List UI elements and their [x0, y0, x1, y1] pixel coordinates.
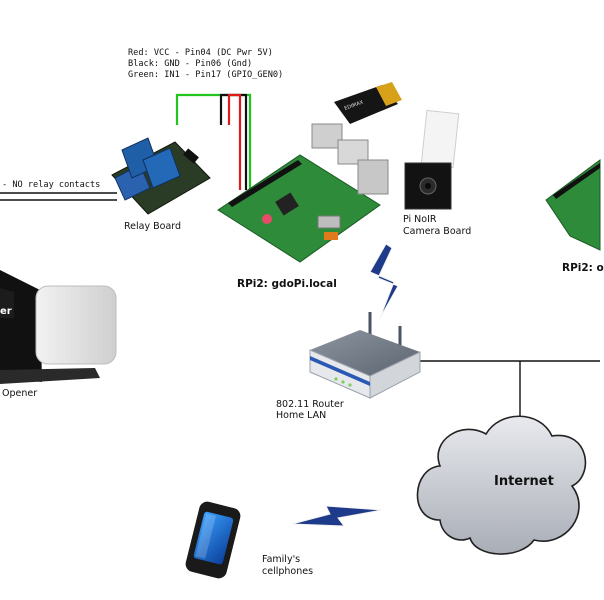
- rpi-usb-port-1: [311, 123, 343, 149]
- opener-front-plate: [0, 288, 14, 318]
- rpi-pcb: [217, 154, 381, 263]
- raspberry-pi-main: [217, 123, 389, 263]
- phone-screen: [193, 511, 234, 565]
- rpi-secondary-label: RPi2: o: [562, 262, 604, 274]
- router-led-1: [334, 377, 338, 381]
- phone-glare: [195, 513, 216, 559]
- garage-door-opener: er: [0, 270, 117, 384]
- rpi2-pcb: [545, 159, 601, 251]
- edimax-usb-wifi-adapter-icon: EDIMAX: [334, 82, 402, 124]
- internet-label: Internet: [494, 474, 554, 489]
- wireless-links: [291, 243, 399, 527]
- router-label-line1: 802.11 Router: [276, 399, 344, 410]
- router-side: [369, 351, 421, 399]
- router-stripe: [310, 356, 370, 386]
- camera-label-line1: Pi NoIR: [403, 214, 437, 225]
- wireless-router-icon: [309, 312, 421, 399]
- wifi-dongle-plug: [376, 82, 402, 106]
- rpi-micro-sd: [324, 232, 338, 240]
- opener-base: [0, 368, 100, 384]
- relay-contact-wires: [0, 192, 117, 201]
- camera-lens-center: [425, 183, 431, 189]
- wiring-note-green: Green: IN1 - Pin17 (GPIO_GEN0): [128, 70, 284, 80]
- opener-brand-text: er: [0, 306, 12, 317]
- black-wire: [219, 93, 248, 190]
- relay-contacts-label: - NO relay contacts: [2, 180, 101, 190]
- phones-label-line2: cellphones: [262, 566, 314, 577]
- phones-label-line1: Family's: [262, 554, 301, 565]
- relay-2: [142, 147, 181, 189]
- router-label-line2: Home LAN: [276, 410, 327, 421]
- rpi-main-label: RPi2: gdoPi.local: [237, 278, 337, 290]
- rpi-logo: [262, 214, 272, 224]
- rpi-ethernet-port: [357, 159, 389, 195]
- lightning-phone-router-icon: [291, 505, 383, 527]
- rpi-gpio-header: [228, 160, 302, 207]
- camera-board-icon: [404, 109, 460, 210]
- opener-light-cover: [35, 285, 117, 365]
- lightning-rpi-router-icon: [369, 243, 399, 319]
- gpio-wires: [175, 93, 252, 190]
- relay-board-label: Relay Board: [124, 221, 182, 232]
- green-wire: [175, 93, 252, 190]
- rpi-soc-chip: [275, 192, 299, 216]
- camera-ribbon-cable: [420, 109, 460, 169]
- rpi-hdmi-port: [317, 215, 341, 229]
- router-led-2: [341, 380, 345, 384]
- router-top: [310, 330, 420, 376]
- relay-pin-header: [183, 148, 199, 164]
- red-wire: [227, 93, 242, 190]
- network-links: [420, 360, 600, 416]
- camera-label-line2: Camera Board: [403, 226, 472, 237]
- wiring-note-black: Black: GND - Pin06 (Gnd): [128, 59, 253, 69]
- relay-board: [111, 137, 211, 215]
- wiring-note-red: Red: VCC - Pin04 (DC Pwr 5V): [128, 48, 273, 58]
- raspberry-pi-secondary: [545, 159, 601, 251]
- cloud-shape: [416, 415, 587, 555]
- internet-cloud-icon: [416, 415, 587, 555]
- rpi2-gpio-header: [553, 163, 600, 199]
- router-led-3: [348, 383, 352, 387]
- opener-label: Opener: [2, 388, 38, 399]
- smartphone-icon: [185, 501, 241, 579]
